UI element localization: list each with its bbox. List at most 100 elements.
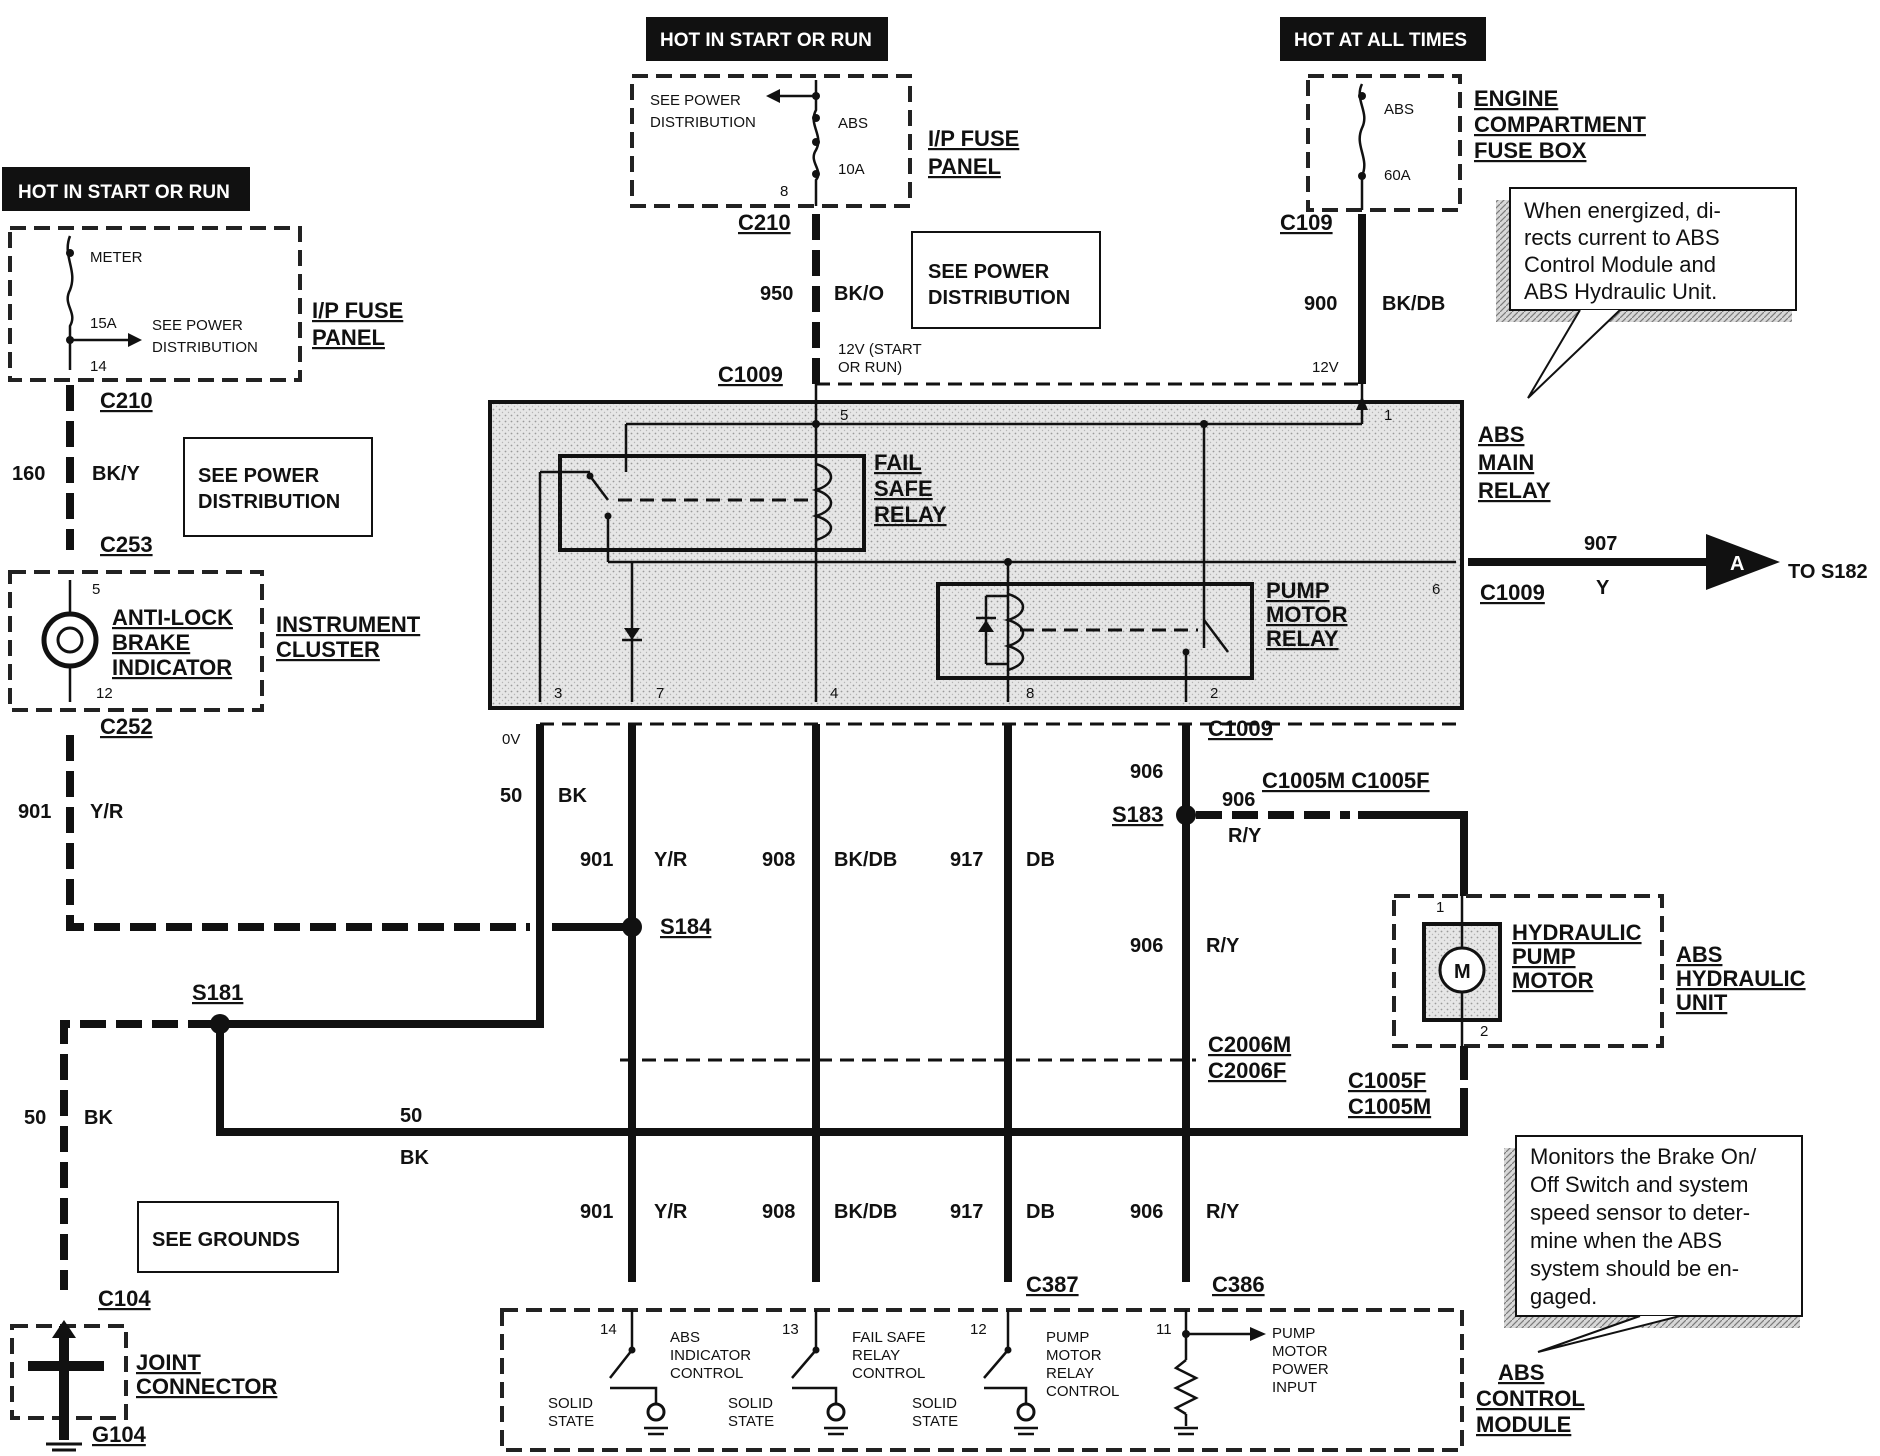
wire-908-number-lower: 908	[762, 1201, 795, 1223]
svg-text:SEE POWER: SEE POWER	[650, 92, 741, 109]
svg-text:M: M	[1454, 961, 1471, 983]
wire-901-color-lower: Y/R	[654, 1201, 688, 1223]
connector-c210-left: C210	[100, 388, 153, 413]
connector-c1009-top: C1009	[718, 362, 783, 387]
control-module-label-1: ABS	[1498, 1360, 1544, 1385]
wire-50-bottom	[216, 1024, 1468, 1136]
wire-906-branch-color: R/Y	[1228, 825, 1262, 847]
svg-text:gaged.: gaged.	[1530, 1284, 1597, 1309]
control-module-label-2: CONTROL	[1476, 1386, 1585, 1411]
svg-text:14: 14	[90, 358, 107, 375]
abs-main-relay: 5 1 3 7 4 8 2 6 FAIL SAFE RELAY PUMP MOT…	[488, 384, 1464, 710]
svg-text:Off Switch and system: Off Switch and system	[1530, 1172, 1748, 1197]
cluster-label-1: INSTRUMENT	[276, 612, 421, 637]
svg-text:MOTOR: MOTOR	[1046, 1347, 1102, 1364]
svg-text:SEE GROUNDS: SEE GROUNDS	[152, 1229, 300, 1251]
wire-917-color-lower: DB	[1026, 1201, 1055, 1223]
wire-50-number: 50	[500, 785, 522, 807]
svg-text:DISTRIBUTION: DISTRIBUTION	[198, 491, 340, 513]
voltage-0v: 0V	[502, 731, 520, 748]
svg-text:INDICATOR: INDICATOR	[670, 1347, 751, 1364]
top-panel-label-2: PANEL	[928, 154, 1001, 179]
svg-text:HYDRAULIC: HYDRAULIC	[1512, 920, 1642, 945]
svg-text:CONTROL: CONTROL	[1046, 1383, 1119, 1400]
svg-text:12: 12	[96, 685, 113, 702]
svg-text:ABS: ABS	[1384, 101, 1414, 118]
header-hot-at-all-times: HOT AT ALL TIMES	[1280, 17, 1486, 61]
wire-906-number-lower: 906	[1130, 1201, 1163, 1223]
wire-901-left-number: 901	[18, 801, 51, 823]
svg-text:MOTOR: MOTOR	[1266, 602, 1348, 627]
pump-power-arrow-icon	[1250, 1327, 1266, 1341]
svg-text:HOT IN START OR RUN: HOT IN START OR RUN	[660, 30, 872, 51]
svg-text:SAFE: SAFE	[874, 476, 933, 501]
svg-text:5: 5	[840, 407, 848, 424]
svg-text:MOTOR: MOTOR	[1512, 968, 1594, 993]
top-panel-label-1: I/P FUSE	[928, 126, 1019, 151]
main-relay-label-1: ABS	[1478, 422, 1524, 447]
see-power-distribution-box-top: SEE POWER DISTRIBUTION	[911, 231, 1101, 329]
wire-906-number-top: 906	[1130, 761, 1163, 783]
svg-text:FAIL: FAIL	[874, 450, 922, 475]
svg-text:SEE POWER: SEE POWER	[152, 317, 243, 334]
svg-text:PUMP: PUMP	[1272, 1325, 1315, 1342]
joint-connector-label-2: CONNECTOR	[136, 1374, 277, 1399]
wire-50-relay	[224, 724, 544, 1028]
anti-lock-brake-indicator-icon	[56, 626, 84, 654]
connector-c253: C253	[100, 532, 153, 557]
svg-text:15A: 15A	[90, 315, 117, 332]
left-panel-label-2: PANEL	[312, 325, 385, 350]
svg-text:SOLID: SOLID	[912, 1395, 957, 1412]
svg-text:8: 8	[1026, 685, 1034, 702]
splice-s184-label: S184	[660, 914, 712, 939]
svg-text:PUMP: PUMP	[1512, 944, 1576, 969]
header-hot-start-run-top: HOT IN START OR RUN	[646, 17, 888, 61]
wire-907-color: Y	[1596, 577, 1610, 599]
joint-connector-label-1: JOINT	[136, 1350, 201, 1375]
left-fuse-panel: METER 15A 14 SEE POWER DISTRIBUTION	[8, 226, 302, 382]
main-relay-label-3: RELAY	[1478, 478, 1551, 503]
connector-c1009-right: C1009	[1480, 580, 1545, 605]
left-panel-label-1: I/P FUSE	[312, 298, 403, 323]
hydraulic-unit-label-3: UNIT	[1676, 990, 1728, 1015]
see-power-distribution-box-left: SEE POWER DISTRIBUTION	[183, 437, 373, 537]
svg-text:RELAY: RELAY	[852, 1347, 900, 1364]
wire-50-bottom-number: 50	[400, 1105, 422, 1127]
connector-c252: C252	[100, 714, 153, 739]
top-fuse-panel: SEE POWER DISTRIBUTION ABS 10A 8	[630, 74, 912, 208]
svg-text:6: 6	[1432, 581, 1440, 598]
wire-901-number-lower: 901	[580, 1201, 613, 1223]
wire-901-number-upper: 901	[580, 849, 613, 871]
connector-c386: C386	[1212, 1272, 1265, 1297]
svg-text:10A: 10A	[838, 161, 865, 178]
wire-901-color-upper: Y/R	[654, 849, 688, 871]
wire-901-left-color: Y/R	[90, 801, 124, 823]
svg-text:METER: METER	[90, 249, 143, 266]
svg-text:2: 2	[1480, 1023, 1488, 1040]
svg-text:rects current to ABS: rects current to ABS	[1524, 225, 1720, 250]
wire-900-number: 900	[1304, 293, 1337, 315]
arrow-a-icon	[1706, 534, 1780, 590]
svg-text:INDICATOR: INDICATOR	[112, 655, 232, 680]
svg-text:RELAY: RELAY	[1266, 626, 1339, 651]
svg-text:Control Module and: Control Module and	[1524, 252, 1716, 277]
svg-text:RELAY: RELAY	[1046, 1365, 1094, 1382]
svg-text:RELAY: RELAY	[874, 502, 947, 527]
abs-control-module: 14 13 12 11 ABS INDICATOR CONTROL FAIL S…	[500, 1308, 1464, 1452]
svg-text:INPUT: INPUT	[1272, 1379, 1317, 1396]
joint-arrow-icon	[52, 1320, 76, 1338]
see-grounds-box: SEE GROUNDS	[137, 1201, 339, 1273]
svg-text:HOT IN START OR RUN: HOT IN START OR RUN	[18, 182, 230, 203]
wire-906-color-lower: R/Y	[1206, 1201, 1240, 1223]
svg-text:11: 11	[1156, 1321, 1172, 1338]
svg-text:MOTOR: MOTOR	[1272, 1343, 1328, 1360]
wire-917-number-lower: 917	[950, 1201, 983, 1223]
svg-text:SEE POWER: SEE POWER	[198, 465, 320, 487]
wire-50-ground-color: BK	[84, 1107, 113, 1129]
svg-text:STATE: STATE	[728, 1413, 774, 1430]
hydraulic-unit-label-1: ABS	[1676, 942, 1722, 967]
abs-hydraulic-unit: M 1 2 HYDRAULIC PUMP MOTOR	[1392, 894, 1664, 1048]
svg-text:SEE POWER: SEE POWER	[928, 261, 1050, 283]
splice-s183-label: S183	[1112, 802, 1163, 827]
